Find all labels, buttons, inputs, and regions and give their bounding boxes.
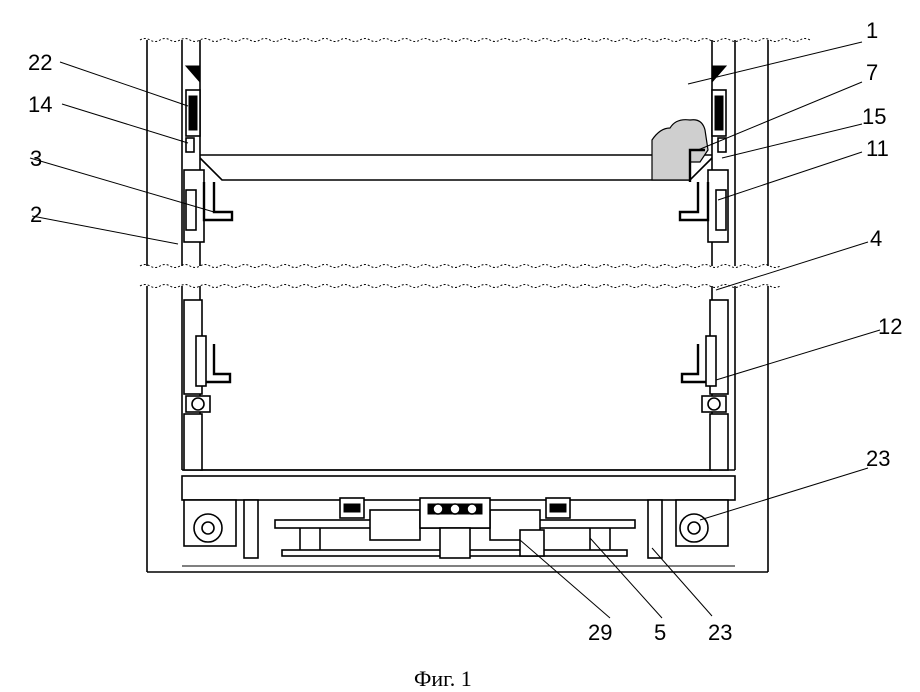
figure-caption: Фиг. 1 bbox=[414, 666, 472, 691]
outer-frame bbox=[146, 40, 769, 573]
label-23-right: 23 bbox=[866, 446, 890, 471]
inner-guide-rails bbox=[199, 40, 713, 470]
left-wheel bbox=[183, 499, 237, 547]
label-3: 3 bbox=[30, 146, 42, 171]
right-wheel bbox=[675, 499, 729, 547]
label-5: 5 bbox=[654, 620, 666, 645]
leader-lines bbox=[29, 41, 881, 619]
right-upper-hardware bbox=[678, 65, 729, 243]
label-11: 11 bbox=[866, 136, 889, 161]
label-14: 14 bbox=[28, 92, 52, 117]
left-lower-hardware bbox=[183, 299, 232, 471]
label-15: 15 bbox=[862, 104, 886, 129]
label-29: 29 bbox=[588, 620, 612, 645]
cutaway-section bbox=[651, 119, 709, 181]
left-upper-hardware bbox=[183, 65, 234, 243]
right-lower-hardware bbox=[680, 299, 729, 471]
upper-container bbox=[199, 119, 713, 182]
label-22: 22 bbox=[28, 50, 52, 75]
label-4: 4 bbox=[870, 226, 882, 251]
label-1: 1 bbox=[866, 18, 878, 43]
label-7: 7 bbox=[866, 60, 878, 85]
label-12: 12 bbox=[878, 314, 902, 339]
drive-mechanism bbox=[243, 497, 663, 559]
middle-break-line-upper bbox=[139, 264, 781, 268]
top-break-line bbox=[139, 38, 811, 42]
label-23-bottom: 23 bbox=[708, 620, 732, 645]
label-2: 2 bbox=[30, 202, 42, 227]
middle-break-line-lower bbox=[139, 284, 781, 288]
lower-container bbox=[181, 469, 736, 501]
